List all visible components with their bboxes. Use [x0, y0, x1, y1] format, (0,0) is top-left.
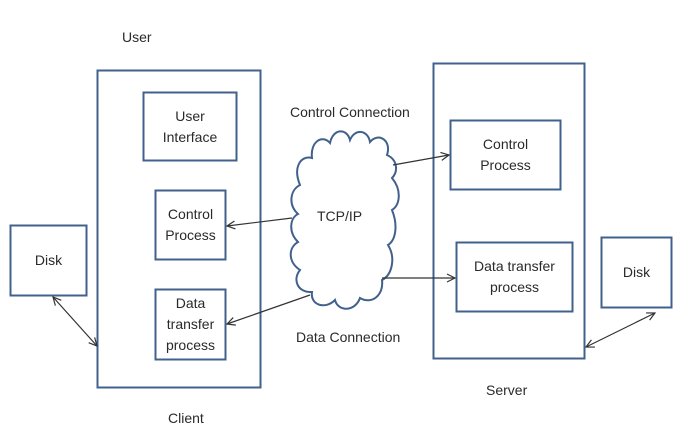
disk-left-box	[9, 224, 88, 297]
client-control-process-box	[154, 189, 227, 261]
control-connection-label: Control Connection	[290, 104, 410, 120]
client-data-transfer-label: Data transfer process	[165, 295, 216, 353]
disk-right-label: Disk	[622, 264, 651, 280]
tcp-ip-label: TCP/IP	[317, 208, 363, 224]
client-user-interface-label: User Interface	[162, 107, 218, 145]
arrow-cloud-to-server-control	[392, 155, 449, 166]
client-user-interface-box	[142, 91, 238, 162]
client-control-process-label: Control Process	[165, 206, 216, 243]
arrow-cloud-to-client-control	[227, 217, 293, 226]
data-connection-label: Data Connection	[296, 329, 401, 345]
server-control-process-box	[449, 119, 562, 191]
user-label: User	[122, 29, 152, 45]
client-data-transfer-box	[154, 288, 227, 361]
server-control-process-label: Control Process	[480, 136, 531, 173]
server-data-transfer-box	[455, 241, 574, 313]
server-label: Server	[486, 382, 528, 398]
server-box	[432, 62, 586, 360]
tcp-ip-cloud	[289, 130, 400, 310]
arrow-disk-right-server	[586, 313, 655, 347]
client-box	[96, 69, 262, 389]
arrow-cloud-to-client-data	[227, 294, 311, 324]
server-data-transfer-label: Data transfer process	[474, 258, 555, 295]
client-label: Client	[168, 410, 204, 426]
arrow-disk-left-client	[53, 297, 97, 346]
disk-left-label: Disk	[34, 252, 63, 268]
disk-right-box	[600, 236, 673, 309]
